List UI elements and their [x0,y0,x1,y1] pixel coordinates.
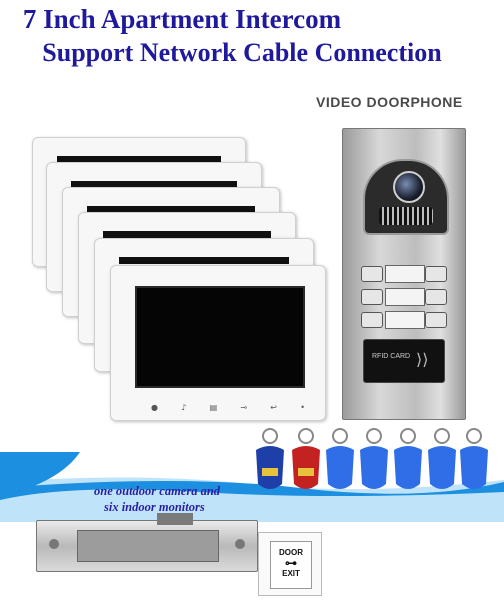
call-button-1[interactable] [361,266,383,282]
doorphone-brand: VIDEO DOORPHONE [316,94,463,110]
key-icon: ⊶ [285,556,297,570]
outdoor-door-panel: RFID CARD ⟩⟩ [342,128,466,420]
monitor-button-4[interactable]: ⊸ [240,402,248,412]
strike-latch [157,513,193,525]
rfid-keyfob-5 [394,428,422,489]
name-card [385,288,425,306]
rfid-keyfob-4 [360,428,388,489]
wave-banner [0,452,504,522]
monitor-slot [87,206,255,213]
exit-button-plate: DOOR ⊶ EXIT [270,541,312,589]
indoor-monitor-front: ● ♪ ▤ ⊸ ↩ • [110,265,326,421]
camera-lens-icon [393,171,425,203]
monitor-button-1[interactable]: ● [151,402,158,412]
screw-hole [49,539,59,549]
headline-line-2: Support Network Cable Connection [42,38,442,67]
monitor-button-row: ● ♪ ▤ ⊸ ↩ • [151,402,305,412]
exit-button[interactable]: DOOR ⊶ EXIT [258,532,322,596]
rfid-keyfob-2 [292,428,320,489]
name-card [385,311,425,329]
strike-body [77,530,219,562]
rfid-keyfob-6 [428,428,456,489]
rfid-keyfob-3 [326,428,354,489]
call-button-3[interactable] [361,289,383,305]
headline-line-1: 7 Inch Apartment Intercom [22,4,342,34]
call-button-2[interactable] [425,266,447,282]
call-button-4[interactable] [425,289,447,305]
rfid-tags [256,428,488,489]
rfid-keyfob-7 [460,428,488,489]
name-card [385,265,425,283]
monitor-button-3[interactable]: ▤ [209,402,218,412]
monitor-screen [135,286,305,388]
rfid-card-label: RFID CARD [372,353,411,360]
call-button-5[interactable] [361,312,383,328]
call-button-6[interactable] [425,312,447,328]
rfid-keyfob-1 [256,428,284,489]
monitor-slot [57,156,221,163]
screw-hole [235,539,245,549]
tagline-line-1: one outdoor camera and [94,484,221,498]
monitor-button-5[interactable]: ↩ [270,402,277,412]
camera-housing [363,159,449,235]
monitor-slot [71,181,237,188]
rfid-reader[interactable]: RFID CARD ⟩⟩ [363,339,445,383]
monitor-button-6[interactable]: • [300,402,305,412]
monitor-button-2[interactable]: ♪ [181,402,187,412]
wireless-icon: ⟩⟩ [416,350,429,369]
exit-label-door: DOOR [279,548,303,557]
monitor-slot [103,231,271,238]
monitor-slot [119,257,289,264]
electric-strike-lock [36,513,258,572]
speaker-grille [379,207,433,225]
tagline-line-2: six indoor monitors [104,500,205,514]
exit-label-exit: EXIT [282,569,300,578]
